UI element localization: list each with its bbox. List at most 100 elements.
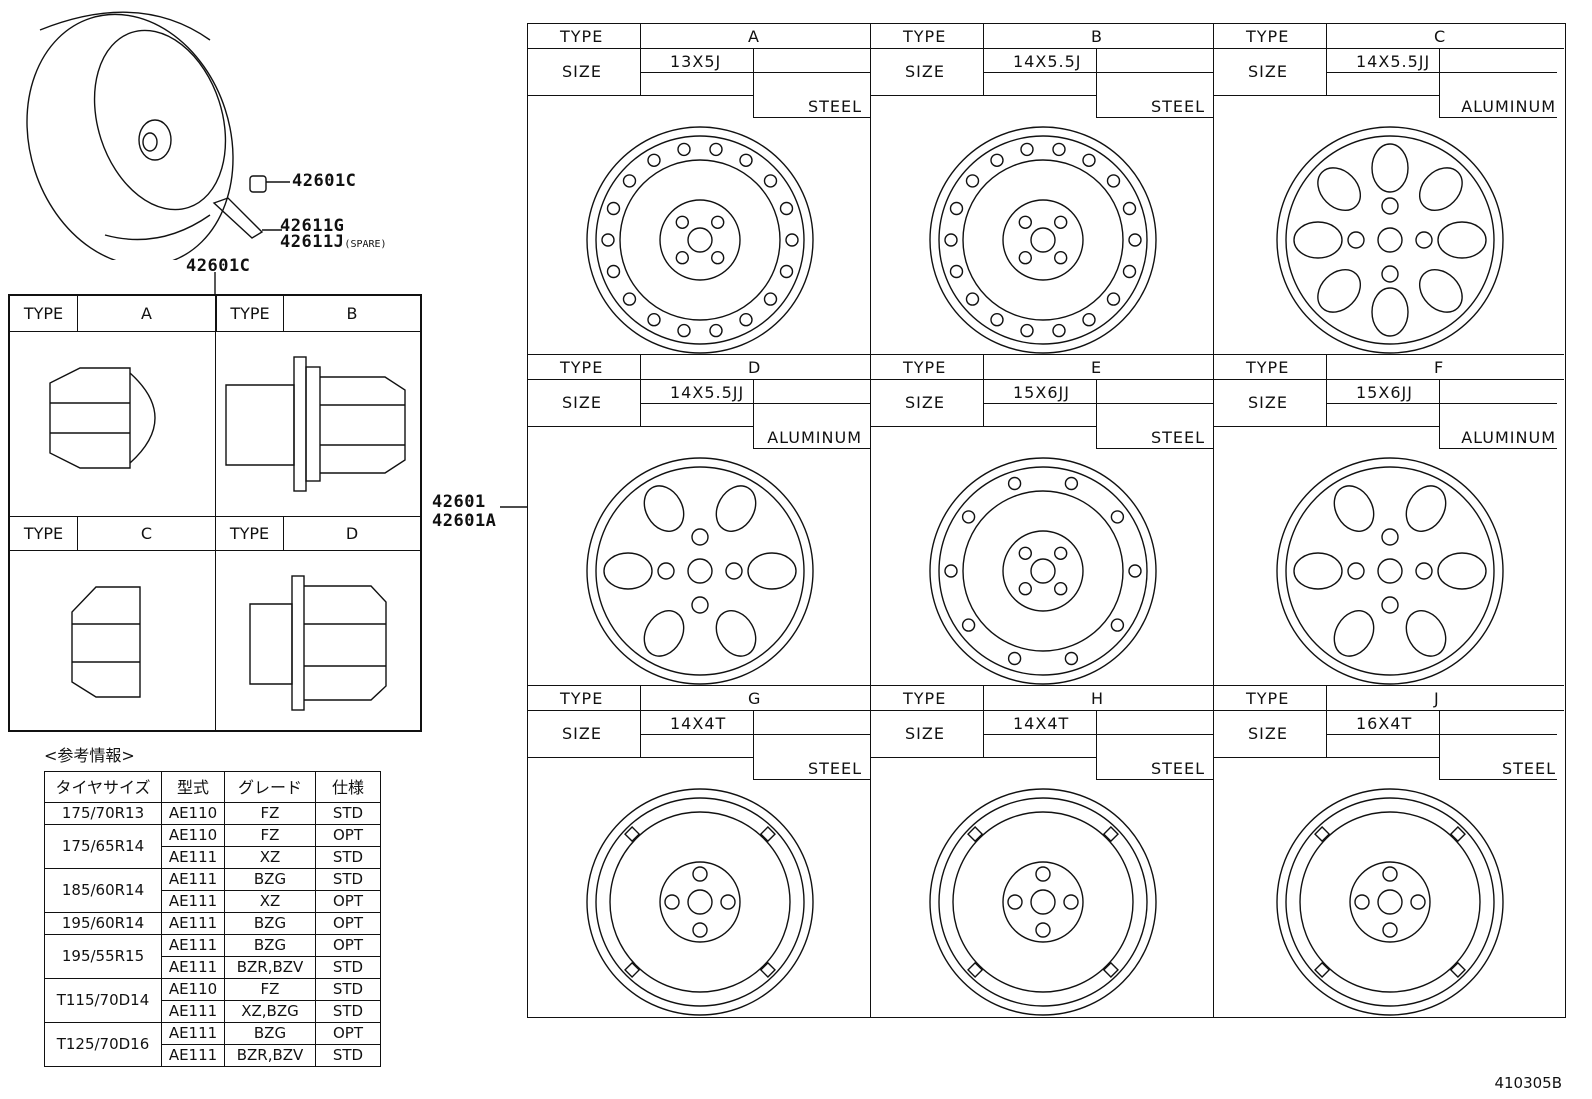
wheel-material: STEEL bbox=[1150, 759, 1205, 778]
ref-header-grade: グレード bbox=[224, 771, 316, 803]
ref-tire-size: T115/70D14 bbox=[44, 978, 162, 1023]
ref-model: AE111 bbox=[161, 956, 225, 979]
ref-spec: STD bbox=[315, 978, 381, 1001]
ref-grade: BZG bbox=[224, 868, 316, 891]
wheel-type-letter: G bbox=[748, 689, 762, 708]
nut-type-table: TYPE A TYPE B TYPE C TYPE D bbox=[8, 294, 422, 732]
ref-grade: BZR,BZV bbox=[224, 1044, 316, 1067]
wheel-size-label: SIZE bbox=[1248, 393, 1288, 412]
ref-model: AE111 bbox=[161, 846, 225, 869]
wheel-material: STEEL bbox=[807, 759, 862, 778]
wheel-size: 14X4T bbox=[1013, 714, 1070, 733]
valve-cap-callout: 42601C bbox=[292, 171, 357, 191]
wheel-size-label: SIZE bbox=[1248, 62, 1288, 81]
wheel-size: 14X4T bbox=[670, 714, 727, 733]
wheel-material: STEEL bbox=[1150, 97, 1205, 116]
ref-model: AE111 bbox=[161, 1044, 225, 1067]
wheel-material: STEEL bbox=[1501, 759, 1556, 778]
wheel-material: STEEL bbox=[1150, 428, 1205, 447]
wheel-cell-h: TYPE H SIZE 14X4T STEEL bbox=[871, 686, 1214, 1017]
wheel-cell-g: TYPE G SIZE 14X4T STEEL bbox=[528, 686, 871, 1017]
wheel-drawing-j bbox=[1275, 788, 1504, 1016]
spare-note: (SPARE) bbox=[344, 239, 387, 250]
ref-header-model: 型式 bbox=[161, 771, 225, 803]
ref-spec: OPT bbox=[315, 824, 381, 847]
wheel-drawing-b bbox=[928, 126, 1157, 354]
wheel-type-label: TYPE bbox=[903, 27, 947, 46]
wheel-drawing-g bbox=[585, 788, 814, 1016]
ref-grade: BZG bbox=[224, 1022, 316, 1045]
ref-spec: STD bbox=[315, 956, 381, 979]
nut-type-c: C bbox=[78, 517, 216, 551]
wheel-type-letter: H bbox=[1091, 689, 1105, 708]
ref-tire-size: 195/55R15 bbox=[44, 934, 162, 979]
wheel-drawing-h bbox=[928, 788, 1157, 1016]
ref-tire-size: 175/65R14 bbox=[44, 824, 162, 869]
hub-nut-leader bbox=[214, 272, 216, 296]
ref-model: AE111 bbox=[161, 1000, 225, 1023]
ref-grade: BZG bbox=[224, 912, 316, 935]
ref-spec: STD bbox=[315, 868, 381, 891]
ref-spec: OPT bbox=[315, 912, 381, 935]
wheel-size: 14X5.5JJ bbox=[1356, 52, 1431, 71]
wheel-type-label: TYPE bbox=[560, 358, 604, 377]
wheel-type-label: TYPE bbox=[560, 689, 604, 708]
nut-a-cell bbox=[10, 332, 216, 517]
wheel-type-label: TYPE bbox=[1246, 689, 1290, 708]
wheel-drawing-a bbox=[585, 126, 814, 354]
ref-spec: STD bbox=[315, 846, 381, 869]
wheel-type-letter: J bbox=[1434, 689, 1440, 708]
ref-header-spec: 仕様 bbox=[315, 771, 381, 803]
wheel-drawing-c bbox=[1275, 126, 1504, 354]
wheel-type-label: TYPE bbox=[560, 27, 604, 46]
wheel-type-label: TYPE bbox=[903, 689, 947, 708]
nut-type-label: TYPE bbox=[10, 517, 78, 551]
wheel-type-letter: D bbox=[748, 358, 762, 377]
wheel-size: 14X5.5JJ bbox=[670, 383, 745, 402]
ref-model: AE111 bbox=[161, 868, 225, 891]
wheel-size-label: SIZE bbox=[905, 724, 945, 743]
wheel-size-label: SIZE bbox=[1248, 724, 1288, 743]
wheel-type-letter: C bbox=[1434, 27, 1447, 46]
nut-type-d: D bbox=[284, 517, 420, 551]
ref-grade: FZ bbox=[224, 824, 316, 847]
nut-type-label: TYPE bbox=[216, 296, 284, 332]
ref-grade: XZ bbox=[224, 846, 316, 869]
ref-grade: BZR,BZV bbox=[224, 956, 316, 979]
wheel-callout: 42601 bbox=[432, 492, 486, 512]
tire-illustration bbox=[26, 11, 290, 260]
wheel-type-label: TYPE bbox=[1246, 27, 1290, 46]
ref-tire-size: 195/60R14 bbox=[44, 912, 162, 935]
wheel-leader bbox=[500, 506, 528, 508]
wheel-size: 13X5J bbox=[670, 52, 722, 71]
wheel-material: ALUMINUM bbox=[767, 428, 862, 447]
ref-grade: XZ bbox=[224, 890, 316, 913]
ref-spec: OPT bbox=[315, 1022, 381, 1045]
ref-model: AE110 bbox=[161, 802, 225, 825]
nut-type-label: TYPE bbox=[10, 296, 78, 332]
wheel-type-label: TYPE bbox=[903, 358, 947, 377]
wheel-type-letter: E bbox=[1091, 358, 1103, 377]
ref-grade: FZ bbox=[224, 802, 316, 825]
ref-tire-size: 175/70R13 bbox=[44, 802, 162, 825]
footer-code: 410305B bbox=[1494, 1074, 1562, 1092]
hub-nut-callout: 42601C bbox=[186, 256, 251, 276]
wheel-size-label: SIZE bbox=[905, 393, 945, 412]
wheel-type-letter: A bbox=[748, 27, 760, 46]
ref-model: AE110 bbox=[161, 978, 225, 1001]
ref-model: AE111 bbox=[161, 934, 225, 957]
reference-title: <参考情報> bbox=[44, 746, 135, 765]
nut-a-drawing bbox=[49, 367, 156, 469]
ref-spec: OPT bbox=[315, 890, 381, 913]
valve-callout: 42611G bbox=[280, 216, 345, 236]
wheel-size: 15X6JJ bbox=[1013, 383, 1070, 402]
ref-model: AE111 bbox=[161, 890, 225, 913]
wheel-size-label: SIZE bbox=[562, 724, 602, 743]
ref-tire-size: T125/70D16 bbox=[44, 1022, 162, 1067]
ref-header-tire-size: タイヤサイズ bbox=[44, 771, 162, 803]
